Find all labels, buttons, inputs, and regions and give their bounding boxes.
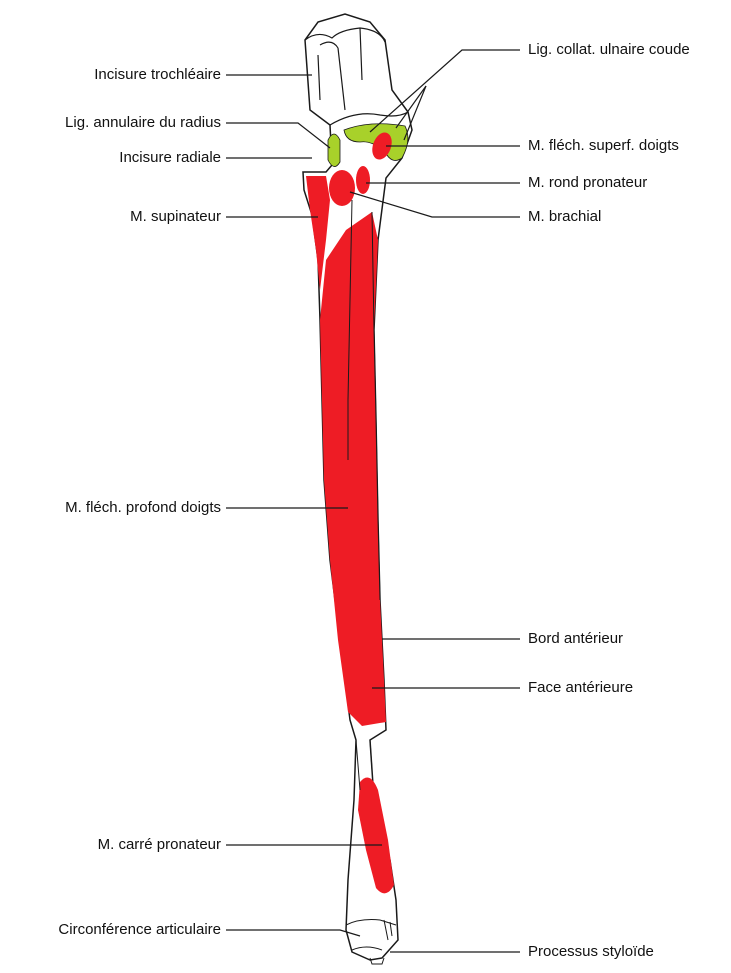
m-rond-pronateur-area <box>356 166 370 194</box>
label-m-flech-profond: M. fléch. profond doigts <box>65 499 221 517</box>
label-m-brachial: M. brachial <box>528 208 601 226</box>
label-m-supinateur: M. supinateur <box>130 208 221 226</box>
label-lig-annulaire-radius: Lig. annulaire du radius <box>65 114 221 132</box>
label-incisure-radiale: Incisure radiale <box>119 149 221 167</box>
label-face-anterieure: Face antérieure <box>528 679 633 697</box>
label-m-carre-pronateur: M. carré pronateur <box>98 836 221 854</box>
leader-lig-annulaire <box>226 123 330 148</box>
label-lig-collat-ulnaire: Lig. collat. ulnaire coude <box>528 41 690 59</box>
m-brachial-area <box>329 170 355 206</box>
ligament-annular-area <box>328 134 340 167</box>
label-m-flech-superf: M. fléch. superf. doigts <box>528 137 679 155</box>
label-bord-anterieur: Bord antérieur <box>528 630 623 648</box>
label-m-rond-pronateur: M. rond pronateur <box>528 174 647 192</box>
label-circonference-articulaire: Circonférence articulaire <box>58 921 221 939</box>
leader-circonference <box>226 930 360 936</box>
label-incisure-trochleaire: Incisure trochléaire <box>94 66 221 84</box>
label-processus-styloide: Processus styloïde <box>528 943 654 961</box>
